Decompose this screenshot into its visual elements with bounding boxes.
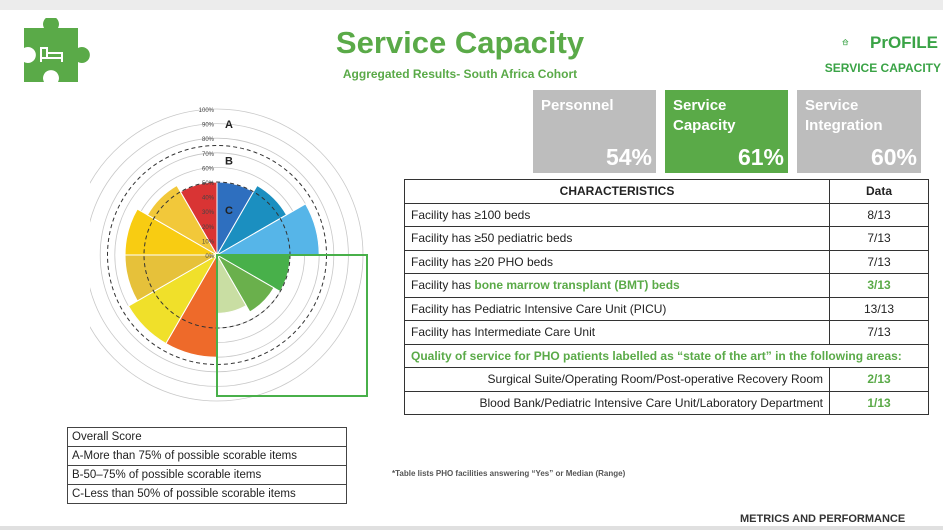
top-bar (0, 0, 943, 10)
row-label: Facility has bone marrow transplant (BMT… (404, 273, 830, 298)
radial-tick-label: 80% (202, 137, 215, 143)
legend-item: B-50–75% of possible scorable items (67, 465, 347, 485)
row-label: Facility has Pediatric Intensive Care Un… (404, 296, 830, 321)
zone-label: A (225, 119, 233, 131)
row-label: Facility has ≥20 PHO beds (404, 249, 830, 274)
row-text: Facility has Intermediate Care Unit (411, 325, 596, 340)
radial-tick-label: 40% (202, 196, 215, 202)
polar-area-chart: 0% 10% 20% 30% 40% 50% 60% 70% 80% 90% 100% A B C (90, 108, 368, 402)
tile-service-capacity: Service Capacity 61% (665, 90, 788, 173)
table-row: Facility has Pediatric Intensive Care Un… (404, 296, 929, 321)
column-header-characteristics: CHARACTERISTICS (404, 179, 830, 204)
tile-value: 60% (870, 144, 917, 170)
row-label: Surgical Suite/Operating Room/Post-opera… (404, 367, 830, 392)
tile-value: 61% (737, 144, 784, 170)
row-text: Facility has ≥20 PHO beds (411, 254, 553, 269)
page-title: Service Capacity (335, 25, 585, 60)
tile-label: Service Capacity (673, 97, 736, 134)
footer-label: METRICS AND PERFORMANCE (740, 513, 906, 525)
radial-tick-label: 70% (202, 152, 215, 158)
row-text: Facility has ≥100 beds (411, 207, 531, 222)
table-section-row: Quality of service for PHO patients labe… (404, 343, 929, 368)
row-label: Facility has Intermediate Care Unit (404, 320, 830, 345)
column-header-data: Data (829, 179, 929, 204)
table-row: Facility has Intermediate Care Unit 7/13 (404, 320, 929, 345)
table-row: Facility has ≥50 pediatric beds 7/13 (404, 226, 929, 251)
table-header-row: CHARACTERISTICS Data (404, 179, 929, 204)
table-footnote: *Table lists PHO facilities answering “Y… (392, 469, 626, 478)
radial-tick-label: 90% (202, 123, 215, 129)
legend-title: Overall Score (67, 427, 347, 447)
row-data: 7/13 (829, 249, 929, 274)
tile-personnel: Personnel 54% (533, 90, 656, 173)
radial-tick-label: 60% (202, 166, 215, 172)
table-row: Blood Bank/Pediatric Intensive Care Unit… (404, 390, 929, 415)
house-logo-icon (842, 39, 849, 46)
row-data: 1/13 (829, 390, 929, 415)
row-label: Facility has ≥100 beds (404, 202, 830, 227)
row-data: 7/13 (829, 226, 929, 251)
row-label: Facility has ≥50 pediatric beds (404, 226, 830, 251)
legend-item: A-More than 75% of possible scorable ite… (67, 446, 347, 466)
page-subtitle: Aggregated Results- South Africa Cohort (342, 67, 578, 81)
row-label: Blood Bank/Pediatric Intensive Care Unit… (404, 390, 830, 415)
logo-subtitle: SERVICE CAPACITY (824, 61, 941, 75)
score-legend: Overall Score A-More than 75% of possibl… (67, 427, 347, 504)
logo-text: PrOFILE (870, 33, 939, 52)
section-heading: Quality of service for PHO patients labe… (404, 343, 929, 368)
chart-slice (146, 184, 219, 257)
radial-tick-label: 20% (202, 225, 215, 231)
row-text: Facility has ≥50 pediatric beds (411, 231, 573, 246)
row-data: 2/13 (829, 367, 929, 392)
zone-label: C (225, 205, 233, 217)
radial-tick-label: 30% (202, 210, 215, 216)
table-row: Facility has bone marrow transplant (BMT… (404, 273, 929, 298)
table-row: Surgical Suite/Operating Room/Post-opera… (404, 367, 929, 392)
footer-rule (0, 526, 943, 530)
radial-tick-label: 10% (202, 239, 215, 245)
table-row: Facility has ≥100 beds 8/13 (404, 202, 929, 227)
tile-value: 54% (605, 144, 652, 170)
chart-slice (127, 253, 219, 345)
row-data: 8/13 (829, 202, 929, 227)
chart-slice (215, 253, 275, 313)
hospital-bed-icon (24, 18, 90, 82)
table-row: Facility has ≥20 PHO beds 7/13 (404, 249, 929, 274)
highlight-box (216, 254, 368, 397)
zone-label: B (225, 155, 233, 167)
tile-label: Personnel (541, 97, 614, 114)
radial-tick-label: 0% (205, 254, 214, 260)
radial-tick-label: 100% (199, 108, 215, 114)
characteristics-table: CHARACTERISTICS Data Facility has ≥100 b… (404, 179, 929, 415)
row-data: 13/13 (829, 296, 929, 321)
radial-tick-label: 50% (202, 181, 215, 187)
row-text: Facility has (411, 278, 475, 293)
row-data: 3/13 (829, 273, 929, 298)
tile-service-integration: Service Integration 60% (797, 90, 921, 173)
legend-item: C-Less than 50% of possible scorable ite… (67, 484, 347, 504)
row-text: Facility has Pediatric Intensive Care Un… (411, 301, 667, 316)
row-highlight: bone marrow transplant (BMT) beds (474, 278, 680, 293)
tile-label: Service Integration (805, 97, 883, 134)
chart-slice (124, 208, 219, 256)
row-data: 7/13 (829, 320, 929, 345)
